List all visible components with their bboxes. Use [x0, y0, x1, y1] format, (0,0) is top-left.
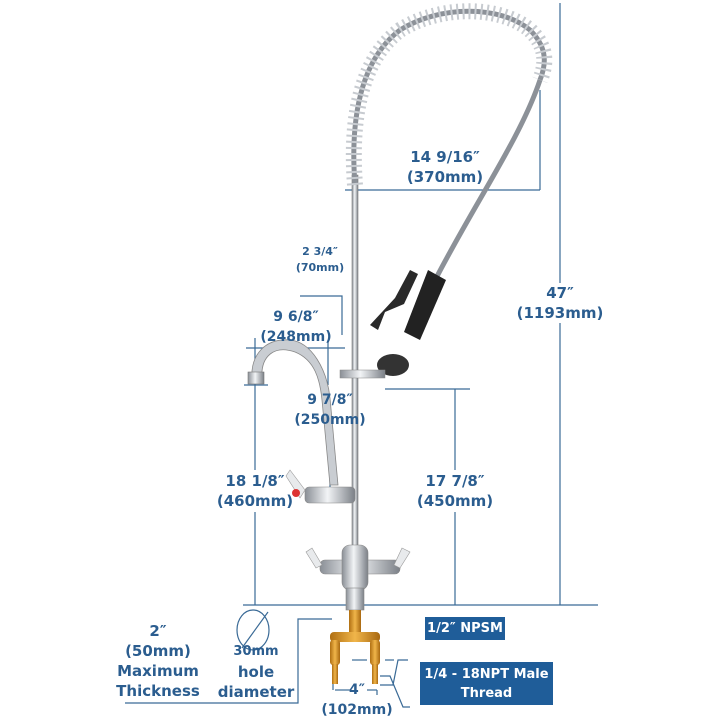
- dimension-inch: 2 3/4″: [302, 245, 338, 258]
- dimension-mm: (450mm): [416, 492, 494, 510]
- dimension-inch: 9 7/8″: [307, 392, 353, 408]
- brass-connector: [330, 632, 380, 642]
- hole-diameter-note: 30mm hole diameter: [218, 642, 295, 702]
- note-line: 30mm: [233, 644, 279, 659]
- dimension-inch: 18 1/8″: [225, 472, 285, 490]
- note-line: Thickness: [116, 682, 200, 700]
- note-line: 2″: [149, 622, 167, 640]
- note-line: Maximum: [117, 662, 199, 680]
- dimension-inch: 4″: [348, 682, 365, 698]
- dimension-inch: 14 9/16″: [410, 148, 480, 166]
- npsm-callout: 1/2″ NPSM: [425, 617, 505, 640]
- spout-height-dimension: 9 7/8″ (250mm): [294, 390, 365, 430]
- dimension-inch: 47″: [546, 284, 574, 302]
- dimension-mm: (102mm): [321, 702, 393, 718]
- note-line: (50mm): [125, 642, 191, 660]
- dimension-mm: (370mm): [406, 168, 484, 186]
- mounting-thickness-note: 2″ (50mm) Maximum Thickness: [116, 621, 200, 701]
- note-line: diameter: [217, 683, 295, 701]
- dimension-mm: (70mm): [295, 261, 345, 274]
- sprayer-handle: [404, 270, 446, 340]
- dimension-mm: (460mm): [216, 492, 294, 510]
- dimension-inch: 17 7/8″: [425, 472, 485, 490]
- inlet-spacing-dimension: 4″ (102mm): [321, 680, 392, 720]
- sprayer-height-dimension: 17 7/8″ (450mm): [417, 471, 493, 511]
- sprayer-trigger: [370, 270, 418, 330]
- faucet-body: [247, 3, 553, 684]
- dimension-inch: 9 6/8″: [273, 309, 319, 325]
- dimension-mm: (250mm): [294, 412, 366, 428]
- note-line: hole: [237, 663, 275, 681]
- dimension-mm: (248mm): [260, 329, 332, 345]
- spout: [251, 339, 339, 486]
- callout-text: 1/2″ NPSM: [427, 621, 503, 636]
- spout-outlet-height-dimension: 18 1/8″ (460mm): [217, 471, 293, 511]
- dimension-mm: (1193mm): [516, 304, 604, 322]
- callout-text: Thread: [460, 685, 513, 701]
- clip-offset-dimension: 2 3/4″ (70mm): [296, 244, 344, 276]
- spout-reach-dimension: 9 6/8″ (248mm): [260, 307, 331, 347]
- hose-reach-dimension: 14 9/16″ (370mm): [407, 147, 483, 187]
- callout-text: 1/4 - 18NPT Male: [424, 666, 549, 682]
- total-height-dimension: 47″ (1193mm): [516, 283, 604, 323]
